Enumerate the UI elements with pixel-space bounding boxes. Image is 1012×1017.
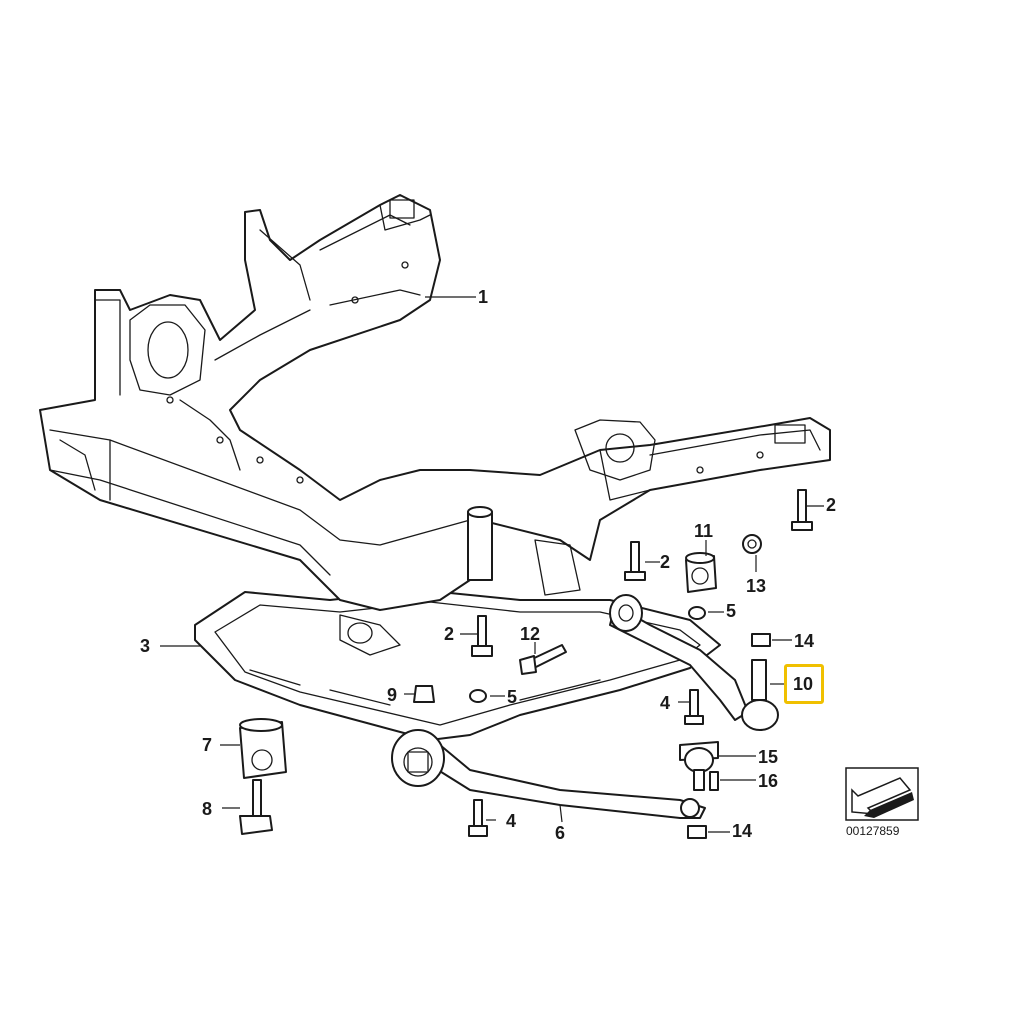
callout-10[interactable]: 10 [793,674,814,694]
callout-6[interactable]: 6 [555,823,566,843]
callout-4[interactable]: 4 [506,811,517,831]
callout-15[interactable]: 15 [758,747,779,767]
callout-2[interactable]: 2 [826,495,837,515]
callout-7[interactable]: 7 [202,735,213,755]
callout-11[interactable]: 11 [694,521,714,541]
control-arm [429,744,706,819]
callout-14[interactable]: 14 [794,631,815,651]
callout-2[interactable]: 2 [444,624,455,644]
orientation-arrow-icon [845,767,919,821]
front-subframe [39,194,831,611]
callout-12[interactable]: 12 [520,624,541,644]
callout-3[interactable]: 3 [140,636,151,656]
callout-13[interactable]: 13 [746,576,767,596]
callout-16[interactable]: 16 [758,771,779,791]
callout-1[interactable]: 1 [478,287,489,307]
callout-8[interactable]: 8 [202,799,213,819]
callout-5[interactable]: 5 [726,601,737,621]
callout-9[interactable]: 9 [387,685,398,705]
thrust-arm [609,604,749,721]
callout-5[interactable]: 5 [507,687,518,707]
callout-4[interactable]: 4 [660,693,671,713]
document-number: 00127859 [846,824,900,838]
callout-2[interactable]: 2 [660,552,671,572]
highlight-box [784,664,824,704]
callout-14[interactable]: 14 [732,821,753,841]
